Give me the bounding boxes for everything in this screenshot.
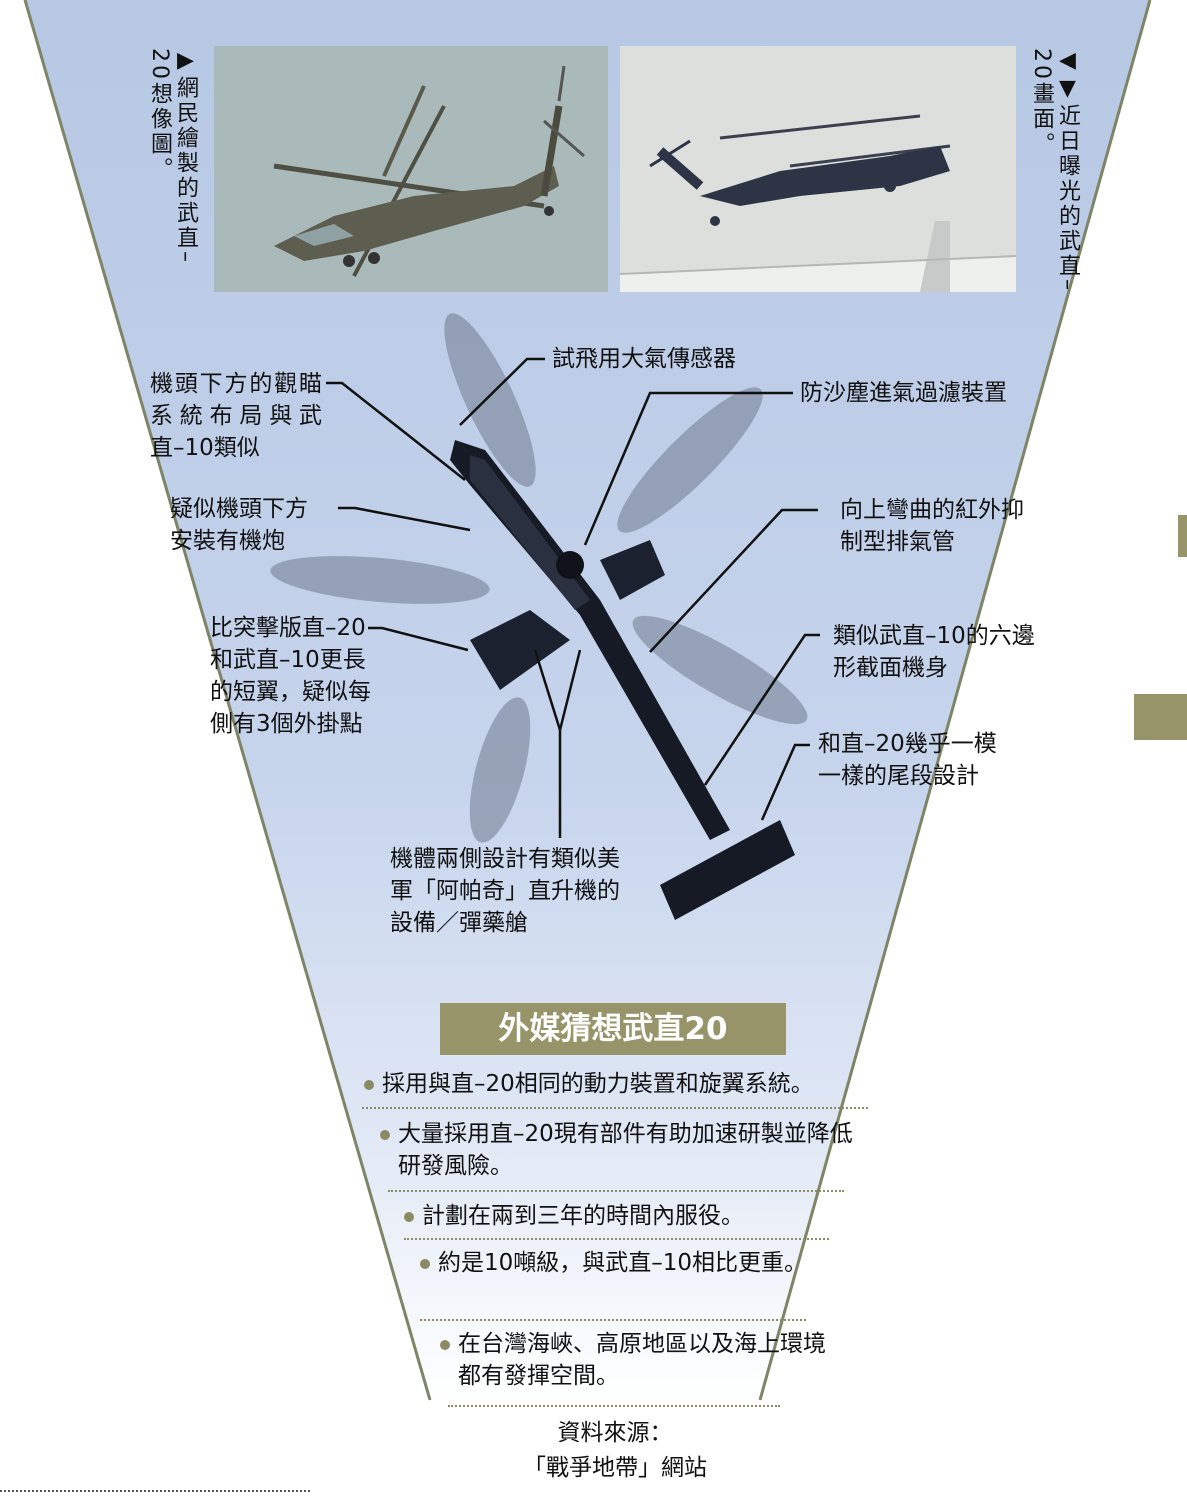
- bullet-dot-icon: [440, 1339, 450, 1350]
- bullet-dot-icon: [404, 1211, 414, 1222]
- left-photo-caption: ▶網民繪製的武直–20想像圖。: [147, 48, 198, 265]
- callout-test-sensor: 試飛用大氣傳感器: [552, 346, 736, 372]
- callout-pods: 機體兩側設計有類似美軍「阿帕奇」直升機的設備／彈藥艙: [390, 846, 620, 936]
- bullet-item-2: 大量採用直–20現有部件有助加速研製並降低研發風險。: [380, 1118, 873, 1182]
- right-photo-caption: ◀▼近日曝光的武直–20畫面。: [1029, 48, 1080, 293]
- footer-divider: [0, 1490, 310, 1492]
- bullet-item-1: 採用與直–20相同的動力裝置和旋翼系統。: [364, 1068, 864, 1100]
- callout-exhaust: 向上彎曲的紅外抑制型排氣管: [840, 497, 1024, 555]
- side-tab-large: [1134, 694, 1187, 740]
- bullet-item-5: 在台灣海峽、高原地區以及海上環境都有發揮空間。: [440, 1328, 828, 1392]
- helicopter-main-photo: [270, 313, 808, 920]
- flight-photo: [620, 46, 1016, 292]
- rendering-photo: [214, 46, 608, 292]
- bullet-dot-icon: [420, 1258, 430, 1269]
- bullet-dot-icon: [380, 1129, 390, 1140]
- source-label: 資料來源：: [557, 1420, 673, 1446]
- callout-dust-filter: 防沙塵進氣過濾裝置: [800, 380, 1007, 406]
- callout-stub-wings: 比突擊版直–20和武直–10更長的短翼，疑似每側有3個外掛點: [210, 615, 371, 737]
- callout-fuselage: 類似武直–10的六邊形截面機身: [833, 623, 1035, 681]
- divider: [362, 1107, 868, 1109]
- callout-cannon: 疑似機頭下方安裝有機炮: [170, 496, 308, 554]
- summary-title: 外媒猜想武直20: [440, 1003, 786, 1055]
- source-value: 「戰爭地帶」網站: [523, 1455, 707, 1481]
- callout-sighting-system: 機頭下方的觀瞄系統布局與武直–10類似: [150, 371, 322, 461]
- divider: [404, 1238, 829, 1240]
- bullet-dot-icon: [364, 1079, 374, 1090]
- bullet-item-3: 計劃在兩到三年的時間內服役。: [404, 1200, 834, 1232]
- divider: [420, 1319, 806, 1321]
- divider: [388, 1190, 844, 1192]
- side-tab-small: [1178, 515, 1187, 557]
- divider: [448, 1405, 780, 1407]
- callout-tail: 和直–20幾乎一模一樣的尾段設計: [818, 731, 997, 789]
- bullet-item-4: 約是10噸級，與武直–10相比更重。: [420, 1247, 843, 1279]
